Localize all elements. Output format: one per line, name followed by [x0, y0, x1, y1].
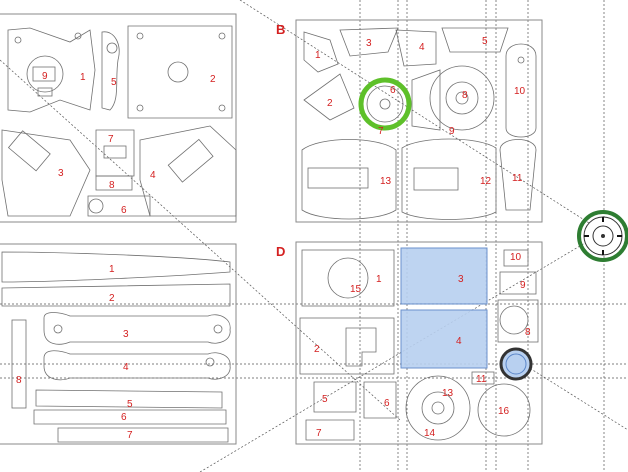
part-label: 1: [109, 264, 115, 275]
sheet-a-part-4[interactable]: 4: [139, 125, 237, 217]
sheet-b-part-11[interactable]: 11: [499, 139, 537, 211]
part-label: 6: [384, 398, 390, 409]
sheet-d-part-hovered[interactable]: [499, 347, 533, 381]
sheet-d-part-3-selected[interactable]: 3: [400, 247, 488, 305]
part-label: 6: [121, 205, 127, 216]
sheet-d-part-5[interactable]: 5: [313, 381, 357, 413]
sheet-d-part-16[interactable]: 16: [477, 383, 531, 437]
sheet-b-part-1[interactable]: 1: [303, 31, 339, 73]
sheet-b-part-7[interactable]: 7: [378, 126, 384, 137]
sheet-a[interactable]: 9 1 5 2 3 7 8: [0, 13, 237, 223]
sheet-a-part-5[interactable]: 5: [101, 31, 120, 111]
part-label: 7: [108, 134, 114, 145]
part-label: 3: [58, 168, 64, 179]
sheet-c-part-6[interactable]: 6: [33, 409, 227, 425]
sheet-label: D: [276, 244, 285, 259]
sheet-c-part-5[interactable]: 5: [35, 389, 223, 410]
sheet-d-part-9[interactable]: 9: [499, 271, 537, 295]
sheet-a-part-9[interactable]: 9: [26, 55, 64, 97]
sheet-c-part-8[interactable]: 8: [11, 319, 27, 409]
part-label: 4: [150, 170, 156, 181]
sheet-label: B: [276, 22, 285, 37]
part-label: 3: [123, 329, 129, 340]
part-label: 3: [458, 274, 464, 285]
part-label: 5: [127, 399, 133, 410]
sheet-a-part-7[interactable]: 7: [95, 129, 135, 177]
sheet-b-part-2[interactable]: 2: [303, 73, 355, 121]
part-label: 5: [111, 77, 117, 88]
sheet-d-part-7[interactable]: 7: [305, 419, 355, 441]
part-label: 7: [127, 430, 133, 441]
dragged-part-ring[interactable]: [577, 210, 628, 262]
part-label: 4: [456, 336, 462, 347]
sheet-c-part-3[interactable]: 3: [43, 312, 231, 345]
sheet-d-part-8[interactable]: 8: [497, 299, 539, 343]
sheet-d-part-4-selected[interactable]: 4: [400, 309, 488, 369]
part-label: 9: [520, 280, 526, 291]
part-label: 14: [424, 428, 436, 439]
part-label: 4: [123, 362, 129, 373]
sheet-b-part-12[interactable]: 12: [401, 138, 497, 220]
part-label: 16: [498, 406, 510, 417]
part-label: 2: [109, 293, 115, 304]
part-label: 8: [525, 327, 531, 338]
sheet-b-part-6-selected[interactable]: 6: [358, 77, 412, 131]
sheet-a-part-1[interactable]: 1: [7, 27, 96, 113]
sheet-c-part-7[interactable]: 7: [57, 427, 229, 443]
part-label: 1: [80, 72, 86, 83]
part-label: 5: [322, 394, 328, 405]
part-label: 11: [512, 173, 523, 184]
sheet-c[interactable]: 1 2 3 4 5 6 7 8: [0, 243, 237, 445]
part-label: 6: [390, 85, 396, 96]
sheet-b-part-9[interactable]: 9: [411, 69, 455, 137]
part-label: 5: [482, 36, 488, 47]
sheet-d-part-1[interactable]: 1 15: [301, 249, 395, 307]
sheet-b-part-13[interactable]: 13: [301, 139, 397, 220]
sheet-d-part-10[interactable]: 10: [503, 249, 529, 267]
part-label: 7: [316, 428, 322, 439]
sheet-b-part-5[interactable]: 5: [441, 27, 509, 53]
part-label: 8: [462, 90, 468, 101]
part-label: 15: [350, 284, 362, 295]
part-label: 11: [476, 374, 487, 385]
part-label: 13: [442, 388, 454, 399]
sheet-b-part-10[interactable]: 10: [505, 43, 537, 138]
part-label: 2: [210, 74, 216, 85]
part-label: 12: [480, 176, 492, 187]
part-label: 9: [449, 126, 455, 137]
part-label: 4: [419, 42, 425, 53]
part-label: 10: [510, 252, 522, 263]
sheet-d-part-11[interactable]: 11: [471, 371, 495, 385]
sheet-d-part-14[interactable]: 14: [424, 428, 436, 439]
sheet-b-part-3[interactable]: 3: [339, 27, 399, 57]
part-label: 2: [327, 98, 333, 109]
part-label: 13: [380, 176, 392, 187]
sheet-a-part-8[interactable]: 8: [95, 175, 133, 191]
sheet-d-part-6[interactable]: 6: [363, 381, 397, 419]
sheet-c-part-1[interactable]: 1: [1, 251, 231, 283]
part-label: 2: [314, 344, 320, 355]
part-label: 6: [121, 412, 127, 423]
part-label: 1: [376, 274, 382, 285]
part-label: 7: [378, 126, 384, 137]
sheet-b-part-4[interactable]: 4: [395, 29, 437, 67]
part-label: 9: [42, 71, 48, 82]
sheet-c-part-2[interactable]: 2: [1, 283, 231, 307]
sheet-a-part-6[interactable]: 6: [87, 195, 151, 217]
part-label: 10: [514, 86, 526, 97]
sheet-b[interactable]: B 1 3 4 5 2 6 7: [276, 19, 543, 223]
part-label: 8: [16, 375, 22, 386]
sheet-b-part-8[interactable]: 8: [429, 65, 495, 131]
part-label: 3: [366, 38, 372, 49]
sheet-a-part-2[interactable]: 2: [127, 25, 233, 119]
sheet-d-part-2[interactable]: 2: [299, 317, 395, 375]
sheet-a-part-3[interactable]: 3: [1, 129, 91, 217]
sheet-d-part-13[interactable]: 13: [405, 375, 471, 441]
sheet-d[interactable]: D 1 15 3 10 9 2 4: [276, 241, 543, 445]
part-label: 1: [315, 50, 321, 61]
part-label: 8: [109, 180, 115, 191]
sheet-c-part-4[interactable]: 4: [43, 350, 231, 381]
